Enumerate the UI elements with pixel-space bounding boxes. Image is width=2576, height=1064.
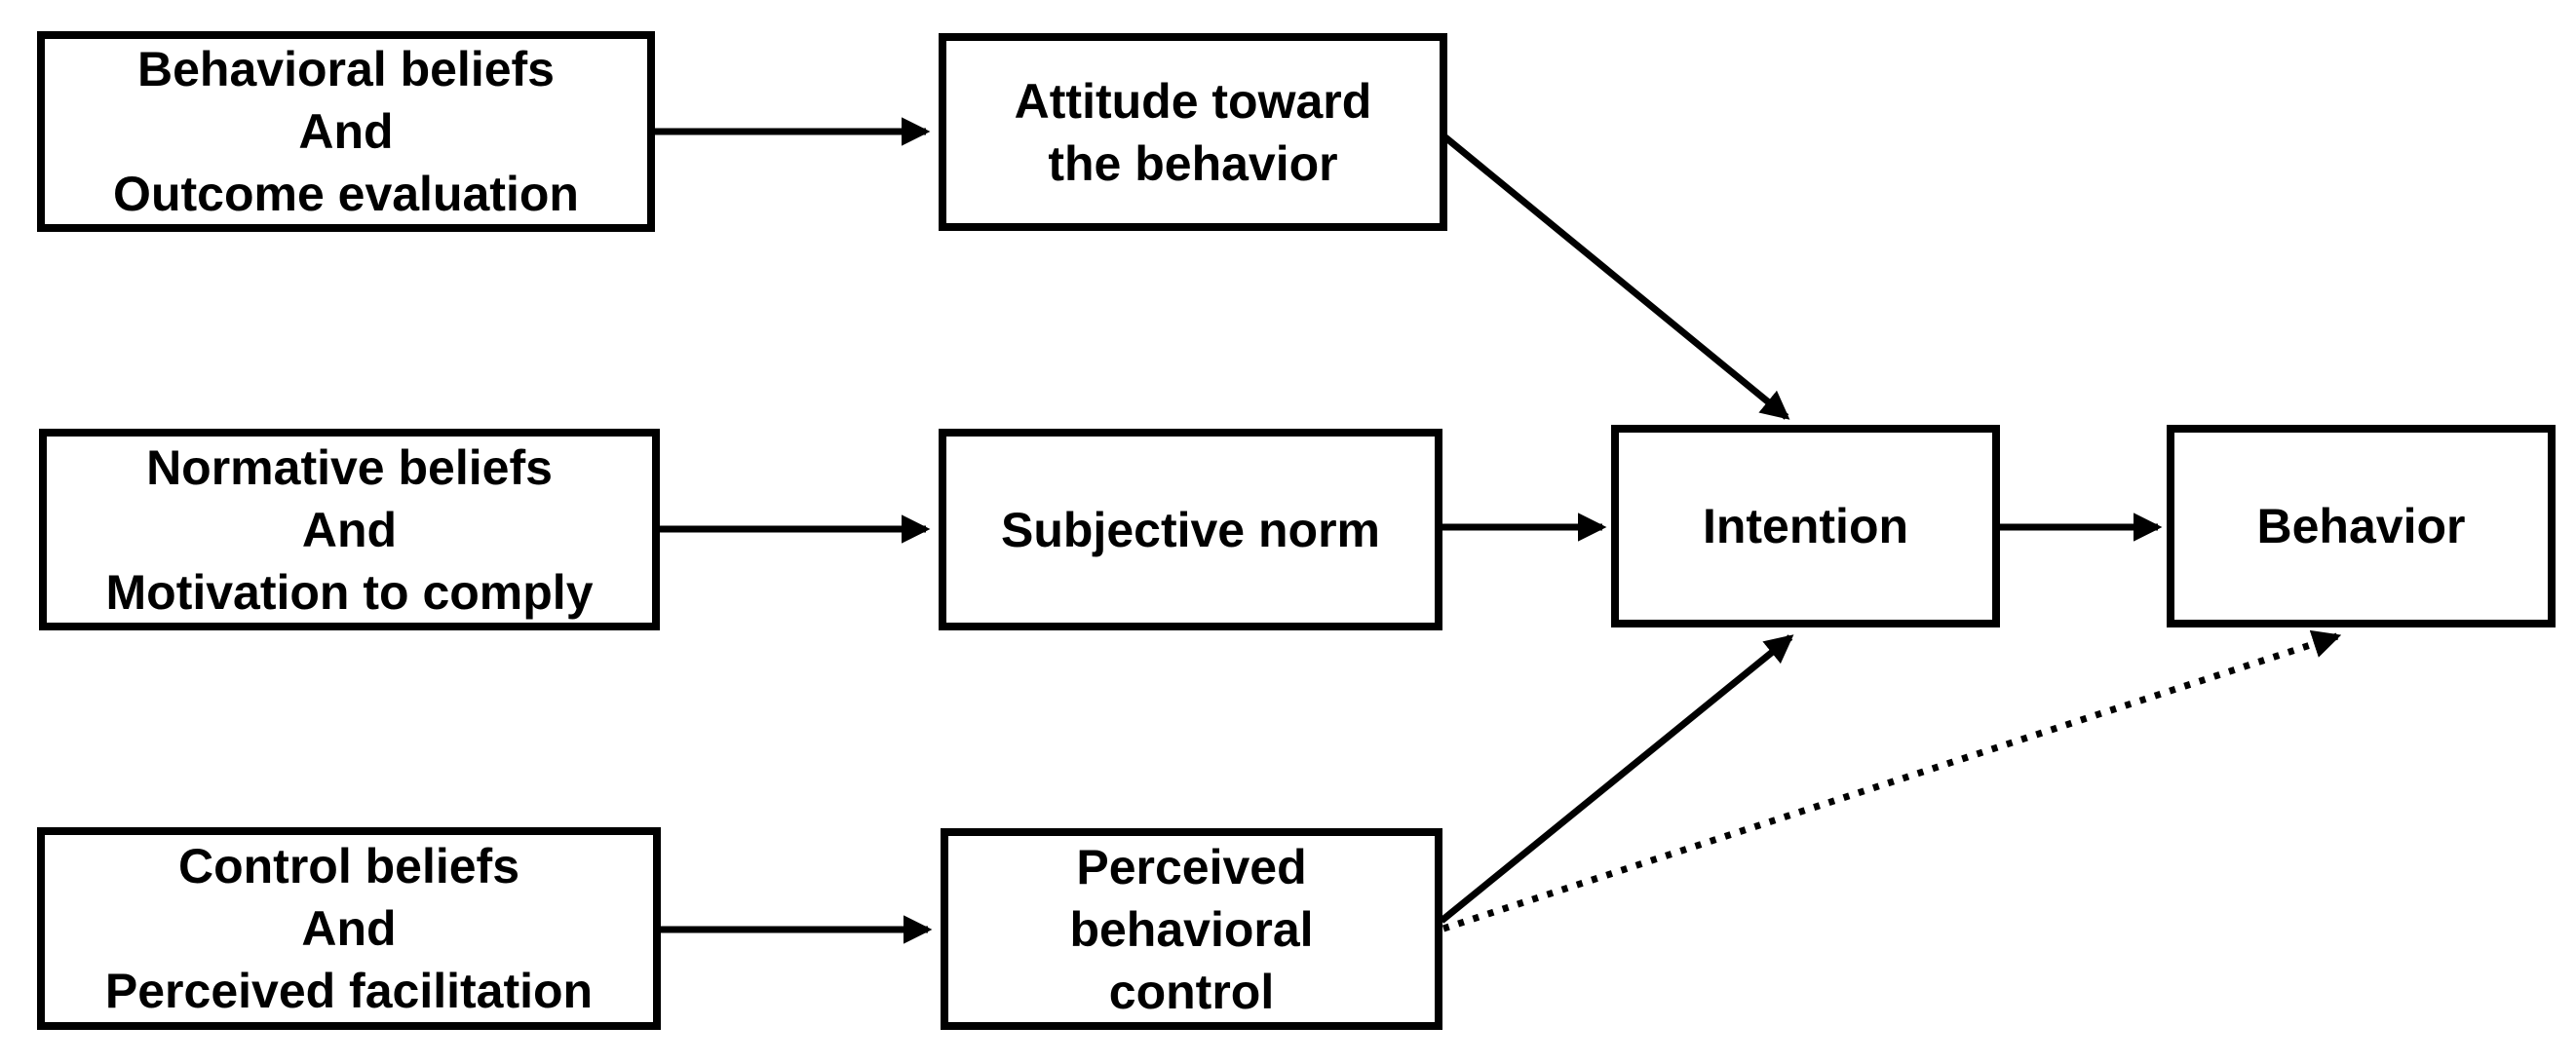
node-attitude-toward-the-behavior-label-line: the behavior: [1048, 135, 1338, 191]
node-behavioral-beliefs-label-line: Outcome evaluation: [113, 167, 579, 221]
node-behavior: Behavior: [2167, 425, 2556, 627]
node-attitude-toward-the-behavior-label-line: Attitude toward: [1014, 73, 1372, 129]
node-perceived-behavioral-control: Perceived behavioral control: [941, 828, 1442, 1030]
node-intention-label-line: Intention: [1702, 499, 1909, 553]
node-intention: Intention: [1611, 425, 2000, 627]
node-subjective-norm-label-line: Subjective norm: [1001, 502, 1380, 557]
node-control-beliefs-label-line: And: [301, 901, 397, 956]
node-behavioral-beliefs-label-line: Behavioral beliefs: [137, 42, 555, 96]
node-behavior-label-line: Behavior: [2256, 499, 2466, 553]
node-normative-beliefs-label-line: And: [301, 502, 398, 557]
edge-attitude-toward-the-behavior-to-intention: [1442, 134, 1790, 420]
node-normative-beliefs-label-line: Motivation to comply: [105, 564, 594, 620]
node-perceived-behavioral-control-label-line: Perceived: [1076, 839, 1307, 894]
edge-perceived-behavioral-control-to-intention: [1439, 634, 1794, 924]
node-perceived-behavioral-control-label-line: control: [1108, 964, 1275, 1019]
node-subjective-norm: Subjective norm: [939, 429, 1442, 630]
node-perceived-behavioral-control-label-line: behavioral: [1069, 901, 1314, 957]
node-control-beliefs-label-line: Perceived facilitation: [104, 964, 594, 1018]
node-normative-beliefs-label-line: Normative beliefs: [146, 439, 553, 495]
node-attitude-toward-the-behavior: Attitude toward the behavior: [939, 33, 1447, 231]
node-control-beliefs-label-line: Control beliefs: [177, 839, 520, 893]
node-behavioral-beliefs-label-line: And: [298, 104, 394, 159]
edge-perceived-behavioral-control-to-behavior: [1442, 629, 2342, 932]
